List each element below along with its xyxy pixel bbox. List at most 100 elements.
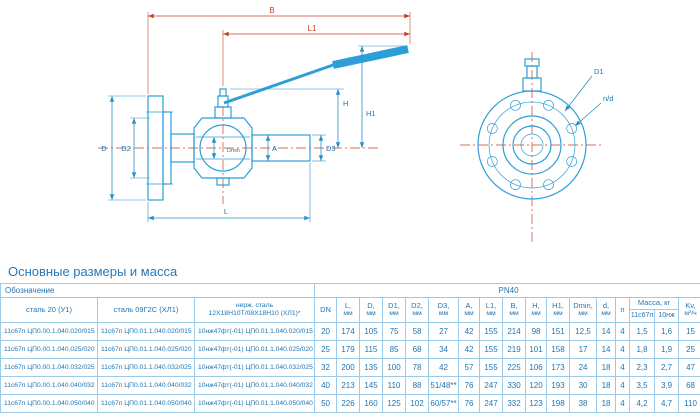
bolt-circle [488,101,576,189]
dim-label-h: H [343,99,348,108]
front-view: D1 n/d [460,52,613,242]
dim-label-dmin: Dmin [227,148,240,154]
drain-plug [216,177,230,186]
col-header-d1: D1,мм [382,297,407,323]
stem-nut [219,88,227,97]
value-cell: 193 [546,375,571,395]
value-cell: 42 [458,339,481,359]
value-cell: 115 [359,339,384,359]
value-cell: 155 [479,357,504,377]
value-cell: 38 [569,393,598,413]
designation-header: Обозначение [0,283,316,298]
designation-cell: 10нж47фт(-01) ЦП0.01.1.040.020/015 [193,321,316,341]
value-cell: 226 [336,393,361,413]
col-header-d: D,мм [359,297,384,323]
value-cell: 200 [336,357,361,377]
value-cell: 3,5 [629,375,656,395]
handle-grip [332,45,409,69]
value-cell: 88 [405,375,430,395]
value-cell: 160 [359,393,384,413]
value-cell: 32 [314,357,338,377]
bolt-hole [486,123,498,134]
value-cell: 4 [615,357,631,377]
value-cell: 78 [405,357,430,377]
dim-label-nd: n/d [603,94,613,103]
value-cell: 214 [502,321,527,341]
header-row-top: Обозначение PN40 [0,283,700,298]
value-cell: 68 [678,375,700,395]
value-cell: 42 [428,357,460,377]
designation-cell: 11с67п ЦП0.00.1.040.050/040 [0,393,98,413]
col-header-n: n [615,297,631,323]
value-cell: 1,5 [629,321,656,341]
dim-label-b: B [269,6,274,15]
value-cell: 68 [405,339,430,359]
value-cell: 4,2 [629,393,656,413]
value-cell: 110 [678,393,700,413]
value-cell: 30 [569,375,598,395]
value-cell: 24 [569,357,598,377]
value-cell: 213 [336,375,361,395]
value-cell: 40 [314,375,338,395]
value-cell: 4 [615,375,631,395]
col-header-a: A,мм [458,297,481,323]
value-cell: 125 [382,393,407,413]
value-cell: 25 [314,339,338,359]
value-cell: 75 [382,321,407,341]
designation-cell: 11с67п ЦП0.01.1.040.040/032 [97,375,195,395]
value-cell: 120 [525,375,548,395]
value-cell: 98 [525,321,548,341]
value-cell: 247 [479,393,504,413]
bolt-hole [510,99,521,111]
bolt-hole [566,156,578,167]
bolt-hole [510,179,521,191]
value-cell: 2,3 [629,357,656,377]
designation-cell: 10нж47фт(-01) ЦП0.01.1.040.032/025 [193,357,316,377]
dimensions-table: Обозначение PN40 сталь 20 (У1) сталь 09Г… [0,283,700,413]
value-cell: 198 [546,393,571,413]
handle-lever [223,62,337,105]
col-header-h: H,мм [525,297,548,323]
value-cell: 173 [546,357,571,377]
col-header-d: d,мм [596,297,617,323]
dim-label-a: A [272,144,277,153]
col-header-mass-10nzh: 10нж [654,308,680,323]
col-header-kv: Kv, м³/ч [678,297,700,323]
value-cell: 4,7 [654,393,680,413]
value-cell: 155 [479,339,504,359]
section-title: Основные размеры и масса [8,264,178,279]
dim-label-d2: D2 [121,144,131,153]
value-cell: 2,7 [654,357,680,377]
value-cell: 135 [359,357,384,377]
col-header-h1: H1,мм [546,297,571,323]
designation-cell: 11с67п ЦП0.01.1.040.050/040 [97,393,195,413]
value-cell: 151 [546,321,571,341]
dim-label-l: L [224,207,228,216]
dim-label-d1: D1 [594,67,604,76]
designation-cell: 11с67п ЦП0.01.1.040.020/015 [97,321,195,341]
value-cell: 18 [596,357,617,377]
value-cell: 4 [615,339,631,359]
value-cell: 247 [479,375,504,395]
value-cell: 57 [458,357,481,377]
value-cell: 85 [382,339,407,359]
value-cell: 25 [678,339,700,359]
col-header-steel09: сталь 09Г2С (ХЛ1) [97,297,195,323]
bolt-hole [543,179,554,191]
designation-cell: 11с67п ЦП0.01.1.040.025/020 [97,339,195,359]
designation-cell: 10нж47фт(-01) ЦП0.01.1.040.025/020 [193,339,316,359]
value-cell: 51/48** [428,375,460,395]
header-row-columns: сталь 20 (У1) сталь 09Г2С (ХЛ1) нерж. ст… [0,297,700,323]
col-header-d2: D2,мм [405,297,430,323]
col-header-d3: D3,мм [428,297,460,323]
col-header-l1: L1,мм [479,297,504,323]
designation-cell: 11с67п ЦП0.00.1.040.025/020 [0,339,98,359]
dim-label-l1: L1 [308,24,317,33]
value-cell: 174 [336,321,361,341]
value-cell: 219 [502,339,527,359]
value-cell: 60/57** [428,393,460,413]
value-cell: 123 [525,393,548,413]
col-header-dn: DN [314,297,338,323]
